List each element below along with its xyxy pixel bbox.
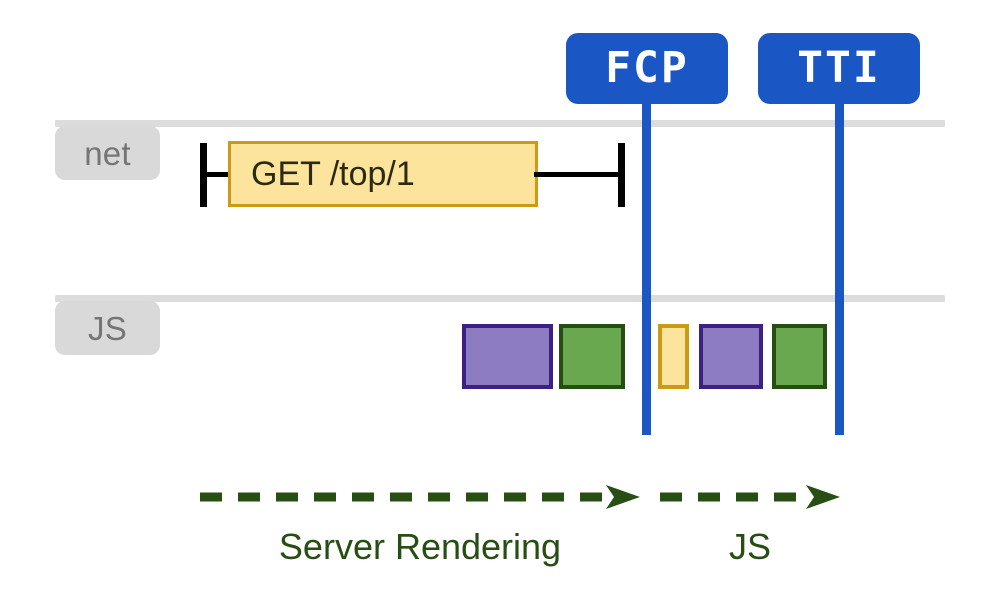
net-track-baseline [55, 120, 945, 127]
fcp-label: FCP [605, 43, 689, 93]
request-latency-line-left [200, 172, 232, 177]
server-rendering-phase-arrow-icon [200, 485, 640, 509]
js-task-block-4[interactable] [699, 324, 763, 389]
request-end-tick [618, 143, 625, 207]
tti-label: TTI [797, 43, 881, 93]
request-latency-line-right [534, 172, 624, 177]
track-label-js: JS [55, 301, 160, 355]
js-task-block-5[interactable] [772, 324, 827, 389]
js-phase-arrow-icon [660, 485, 840, 509]
js-task-block-1[interactable] [462, 324, 553, 389]
tti-milestone-badge[interactable]: TTI [758, 33, 920, 104]
track-label-net: net [55, 126, 160, 180]
js-track-baseline [55, 295, 945, 302]
js-task-block-2[interactable] [559, 324, 625, 389]
tti-marker-line [835, 100, 844, 435]
js-phase-label: JS [728, 526, 771, 567]
js-task-block-3[interactable] [658, 324, 689, 389]
fcp-milestone-badge[interactable]: FCP [566, 33, 728, 104]
server-rendering-phase-label: Server Rendering [278, 526, 562, 567]
network-request-label: GET /top/1 [251, 155, 415, 193]
fcp-marker-line [642, 100, 651, 435]
network-request-bar-get-top-1[interactable]: GET /top/1 [228, 141, 538, 207]
